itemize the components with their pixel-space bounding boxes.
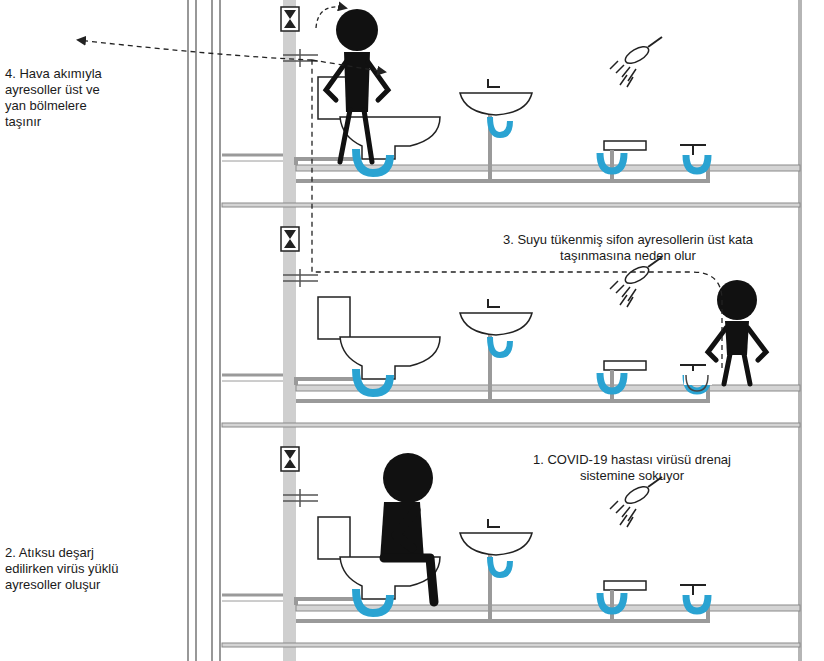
dry-trap [686, 375, 708, 391]
main-stack [283, 0, 296, 661]
person-head [336, 9, 378, 51]
person-limbs [326, 62, 388, 162]
aerosol-path [316, 7, 346, 28]
callout-note: 3. Suyu tükenmiş sifon ayresollerin üst … [478, 232, 778, 264]
outer-pipe [188, 0, 196, 661]
aerosol-path [312, 60, 722, 368]
person-limbs [708, 328, 766, 384]
person-limbs [384, 510, 434, 602]
person-body [725, 321, 749, 355]
aerosol-path [312, 60, 385, 72]
callout-note: 2. Atıksu deşarj edilirken virüs yüklü a… [5, 545, 137, 593]
wall [798, 0, 802, 661]
bottom-floor [222, 447, 800, 647]
outer-pipe [212, 0, 220, 661]
callout-note: 4. Hava akımıyla ayresoller üst ve yan b… [5, 66, 123, 130]
top-floor [222, 7, 800, 207]
aerosol-path [78, 40, 312, 60]
person-head [383, 453, 433, 503]
person-head [717, 280, 757, 320]
middle-floor [222, 227, 800, 427]
callout-note: 1. COVID-19 hastası virüsü drenaj sistem… [512, 452, 752, 484]
